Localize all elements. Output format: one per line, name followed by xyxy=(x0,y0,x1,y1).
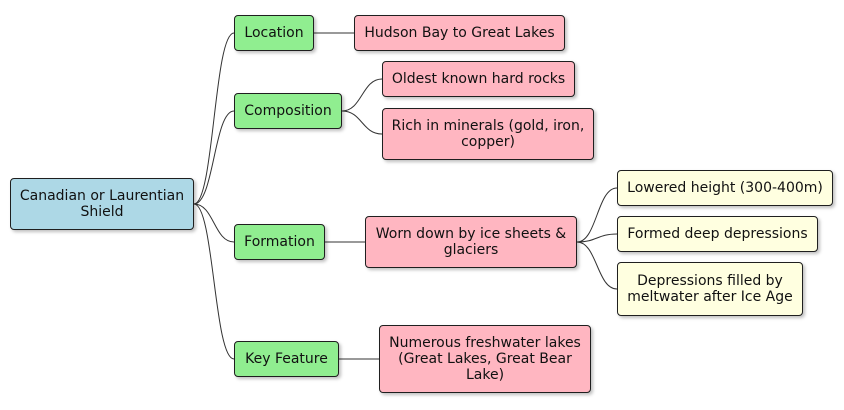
link-sub3 xyxy=(576,241,618,290)
root-node: Canadian or Laurentian Shield xyxy=(10,178,194,230)
detail-location-label: Hudson Bay to Great Lakes xyxy=(364,25,555,41)
root-label: Canadian or Laurentian Shield xyxy=(19,188,185,220)
detail-composition-rocks-label: Oldest known hard rocks xyxy=(391,71,566,87)
link-root-formation xyxy=(193,203,235,243)
detail-composition-minerals: Rich in minerals (gold, iron, copper) xyxy=(382,108,594,160)
detail-composition-rocks: Oldest known hard rocks xyxy=(382,61,575,97)
detail-key-feature-label: Numerous freshwater lakes (Great Lakes, … xyxy=(389,335,581,383)
branch-formation: Formation xyxy=(234,224,325,260)
link-root-keyfeature xyxy=(193,203,235,360)
subdetail-lowered-height-label: Lowered height (300-400m) xyxy=(627,180,823,196)
subdetail-deep-depressions-label: Formed deep depressions xyxy=(627,226,808,242)
branch-key-feature-label: Key Feature xyxy=(245,351,328,367)
branch-location-label: Location xyxy=(244,25,304,41)
detail-formation-label: Worn down by ice sheets & glaciers xyxy=(375,226,567,258)
detail-formation: Worn down by ice sheets & glaciers xyxy=(365,216,577,268)
subdetail-meltwater: Depressions filled by meltwater after Ic… xyxy=(617,262,803,316)
link-composition-detail2 xyxy=(341,110,383,135)
link-sub1 xyxy=(576,187,618,243)
branch-location: Location xyxy=(234,15,314,51)
subdetail-meltwater-label: Depressions filled by meltwater after Ic… xyxy=(627,273,793,305)
branch-formation-label: Formation xyxy=(244,234,315,250)
subdetail-deep-depressions: Formed deep depressions xyxy=(617,216,818,252)
detail-location: Hudson Bay to Great Lakes xyxy=(354,15,565,51)
branch-key-feature: Key Feature xyxy=(234,341,339,377)
link-root-composition xyxy=(193,110,235,205)
detail-composition-minerals-label: Rich in minerals (gold, iron, copper) xyxy=(391,118,585,150)
subdetail-lowered-height: Lowered height (300-400m) xyxy=(617,170,833,206)
link-sub2 xyxy=(576,233,618,243)
branch-composition-label: Composition xyxy=(244,103,332,119)
link-root-location xyxy=(193,32,235,205)
branch-composition: Composition xyxy=(234,93,342,129)
detail-key-feature: Numerous freshwater lakes (Great Lakes, … xyxy=(379,325,591,393)
link-composition-detail1 xyxy=(341,78,383,112)
